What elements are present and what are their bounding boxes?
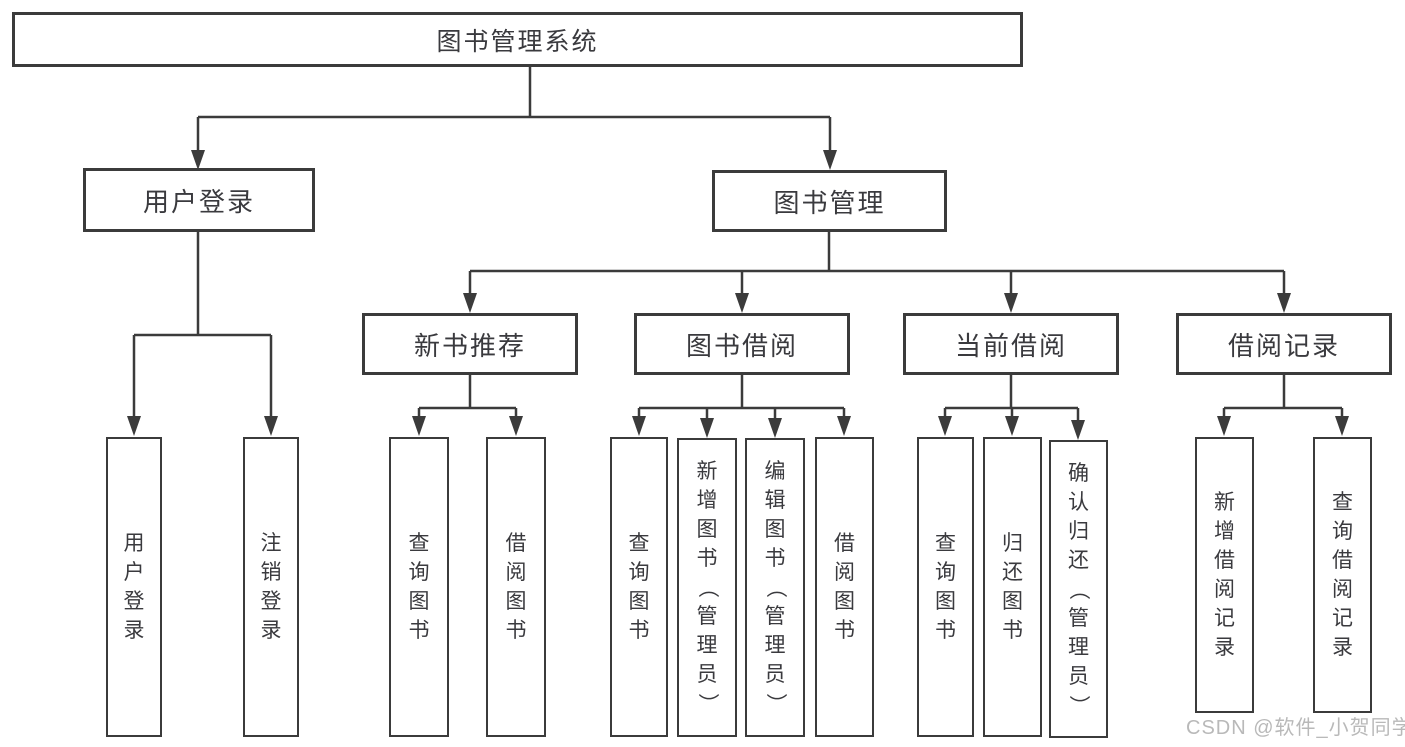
node-user-login: 用户登录: [83, 168, 315, 232]
leaf-label: 归还图书: [1002, 532, 1023, 642]
csdn-watermark: CSDN @软件_小贺同学: [1186, 717, 1405, 739]
leaf-label: 查询图书: [628, 532, 650, 642]
node-label: 新书推荐: [413, 330, 526, 361]
leaf-label: 确认归还（管理员）: [1067, 461, 1090, 716]
node-label: 用户登录: [142, 186, 255, 217]
leaf-borrow-books: 借阅图书: [486, 437, 546, 737]
leaf-label: 注销登录: [260, 532, 282, 642]
leaf-add-books-admin: 新增图书（管理员）: [677, 438, 737, 737]
node-current-borrowing: 当前借阅: [903, 313, 1119, 375]
node-book-borrowing: 图书借阅: [634, 313, 850, 375]
node-label: 图书借阅: [685, 330, 798, 361]
leaf-label: 查询借阅记录: [1332, 491, 1353, 659]
node-new-book-recommendation: 新书推荐: [362, 313, 578, 375]
node-label: 图书管理: [773, 187, 886, 218]
node-library-management-system: 图书管理系统: [12, 12, 1023, 67]
leaf-label: 借阅图书: [505, 532, 527, 642]
leaf-label: 查询图书: [935, 532, 956, 642]
node-label: 图书管理系统: [436, 27, 599, 56]
leaf-query-books: 查询图书: [610, 437, 668, 737]
leaf-confirm-return-admin: 确认归还（管理员）: [1049, 440, 1108, 738]
node-label: 借阅记录: [1227, 330, 1340, 361]
leaf-add-borrowing-record: 新增借阅记录: [1195, 437, 1254, 713]
leaf-query-borrowing-record: 查询借阅记录: [1313, 437, 1372, 713]
leaf-query-books: 查询图书: [917, 437, 974, 737]
leaf-label: 查询图书: [408, 532, 430, 642]
leaf-logout: 注销登录: [243, 437, 299, 737]
leaf-label: 编辑图书（管理员）: [763, 460, 787, 714]
leaf-label: 用户登录: [123, 532, 145, 642]
leaf-user-login: 用户登录: [106, 437, 162, 737]
arrowheads: [127, 150, 1349, 440]
node-book-management: 图书管理: [712, 170, 947, 232]
leaf-edit-books-admin: 编辑图书（管理员）: [745, 438, 805, 737]
leaf-borrow-books: 借阅图书: [815, 437, 874, 737]
leaf-label: 新增借阅记录: [1214, 491, 1235, 659]
leaf-label: 借阅图书: [834, 532, 855, 642]
node-label: 当前借阅: [954, 330, 1067, 361]
leaf-query-books: 查询图书: [389, 437, 449, 737]
node-borrowing-records: 借阅记录: [1176, 313, 1392, 375]
leaf-label: 新增图书（管理员）: [695, 460, 719, 714]
leaf-return-books: 归还图书: [983, 437, 1042, 737]
